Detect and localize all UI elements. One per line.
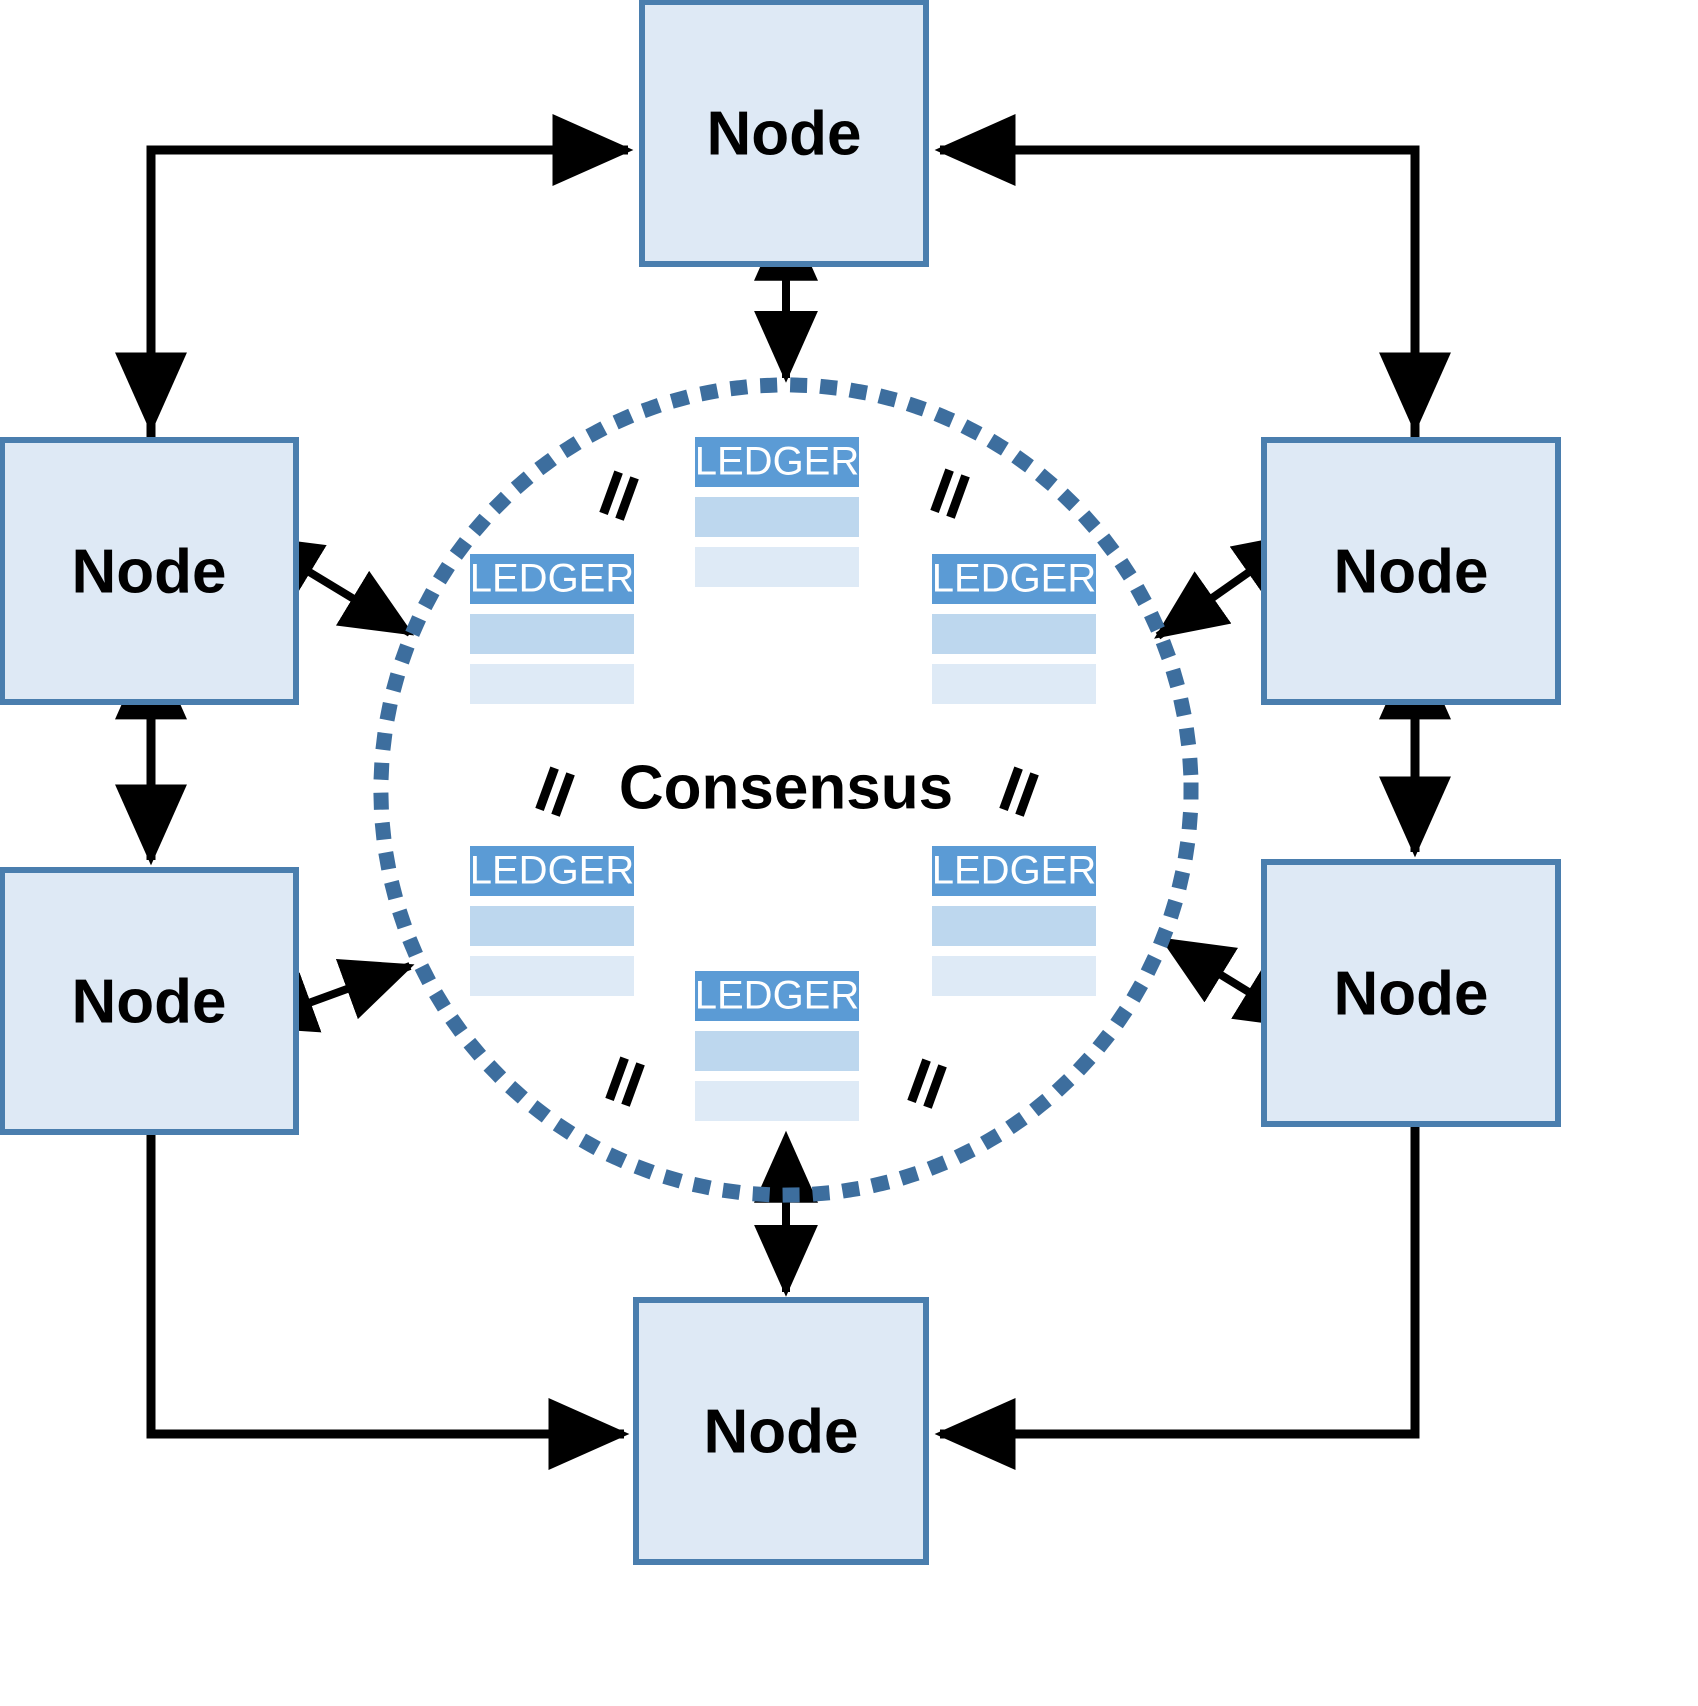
ledger-left-upper-label: LEDGER <box>470 557 635 601</box>
node-top[interactable]: Node <box>639 0 929 267</box>
ledger-top-row-1 <box>695 497 859 537</box>
ledger-right-lower-row-2 <box>932 956 1096 996</box>
eq-top-right-icon <box>930 468 970 519</box>
ledger-right-upper-header <box>932 554 1096 604</box>
eq-top-left-icon <box>599 470 639 521</box>
conn-left-lower-to-core <box>242 959 415 1033</box>
equals-marks <box>535 468 1039 1109</box>
ledger-left-upper-header <box>470 554 634 604</box>
outer-ring-connections <box>115 114 1451 1470</box>
ledger-right-lower[interactable]: LEDGER <box>932 846 1097 996</box>
ledger-top-row-2 <box>695 547 859 587</box>
ledger-left-lower-row-1 <box>470 906 634 946</box>
node-right-upper-box[interactable] <box>1261 437 1561 705</box>
node-left-upper-label: Node <box>72 537 227 606</box>
node-top-box[interactable] <box>639 0 929 267</box>
consensus-boundary-circle <box>373 377 1199 1203</box>
eq-mid-left-icon <box>535 766 575 817</box>
conn-left-lower-to-bottom <box>146 1132 630 1470</box>
node-bottom[interactable]: Node <box>633 1297 929 1565</box>
node-right-lower[interactable]: Node <box>1261 859 1561 1127</box>
consensus-label: Consensus <box>619 753 953 822</box>
ledger-top-label: LEDGER <box>695 440 860 484</box>
node-left-lower-label: Node <box>72 967 227 1036</box>
ledger-left-upper-row-2 <box>470 664 634 704</box>
ledger-right-lower-header <box>932 846 1096 896</box>
conn-right-lower-to-core <box>1159 936 1310 1030</box>
ledger-left-upper-row-1 <box>470 614 634 654</box>
ledger-right-upper-label: LEDGER <box>932 557 1097 601</box>
ledger-bottom[interactable]: LEDGER <box>695 971 860 1121</box>
ledger-stacks: LEDGER LEDGER LEDGER LEDGER <box>470 437 1097 1121</box>
ledger-bottom-header <box>695 971 859 1021</box>
node-right-lower-box[interactable] <box>1261 859 1561 1127</box>
ledger-bottom-row-1 <box>695 1031 859 1071</box>
node-bottom-box[interactable] <box>633 1297 929 1565</box>
ledger-right-upper-row-1 <box>932 614 1096 654</box>
conn-left-upper-to-core <box>248 535 415 637</box>
ledger-left-lower-header <box>470 846 634 896</box>
eq-bottom-left-icon <box>605 1056 645 1107</box>
ledger-left-lower-label: LEDGER <box>470 849 635 893</box>
node-top-label: Node <box>707 99 862 168</box>
node-boxes: Node Node Node Node Node Node <box>0 0 1561 1565</box>
ledger-bottom-row-2 <box>695 1081 859 1121</box>
ledger-right-lower-label: LEDGER <box>932 849 1097 893</box>
node-left-lower-box[interactable] <box>0 867 299 1135</box>
eq-mid-right-icon <box>999 766 1039 817</box>
ledger-top[interactable]: LEDGER <box>695 437 860 587</box>
conn-right-upper-to-core <box>1154 531 1307 640</box>
conn-left-upper-from-top <box>146 114 634 440</box>
node-bottom-label: Node <box>704 1397 859 1466</box>
node-right-upper[interactable]: Node <box>1261 437 1561 705</box>
node-left-upper-box[interactable] <box>0 437 299 705</box>
node-left-lower[interactable]: Node <box>0 867 299 1135</box>
node-right-lower-label: Node <box>1334 959 1489 1028</box>
node-right-upper-label: Node <box>1334 537 1489 606</box>
conn-right-lower-to-bottom <box>934 1124 1420 1470</box>
node-left-upper[interactable]: Node <box>0 437 299 705</box>
conn-right-upper-from-top <box>934 114 1420 440</box>
core-spoke-connections <box>242 208 1310 1297</box>
ledger-bottom-label: LEDGER <box>695 974 860 1018</box>
ledger-right-upper-row-2 <box>932 664 1096 704</box>
ledger-left-lower-row-2 <box>470 956 634 996</box>
eq-bottom-right-icon <box>907 1058 947 1109</box>
ledger-left-upper[interactable]: LEDGER <box>470 554 635 704</box>
ledger-left-lower[interactable]: LEDGER <box>470 846 635 996</box>
ledger-top-header <box>695 437 859 487</box>
ledger-right-lower-row-1 <box>932 906 1096 946</box>
ledger-right-upper[interactable]: LEDGER <box>932 554 1097 704</box>
